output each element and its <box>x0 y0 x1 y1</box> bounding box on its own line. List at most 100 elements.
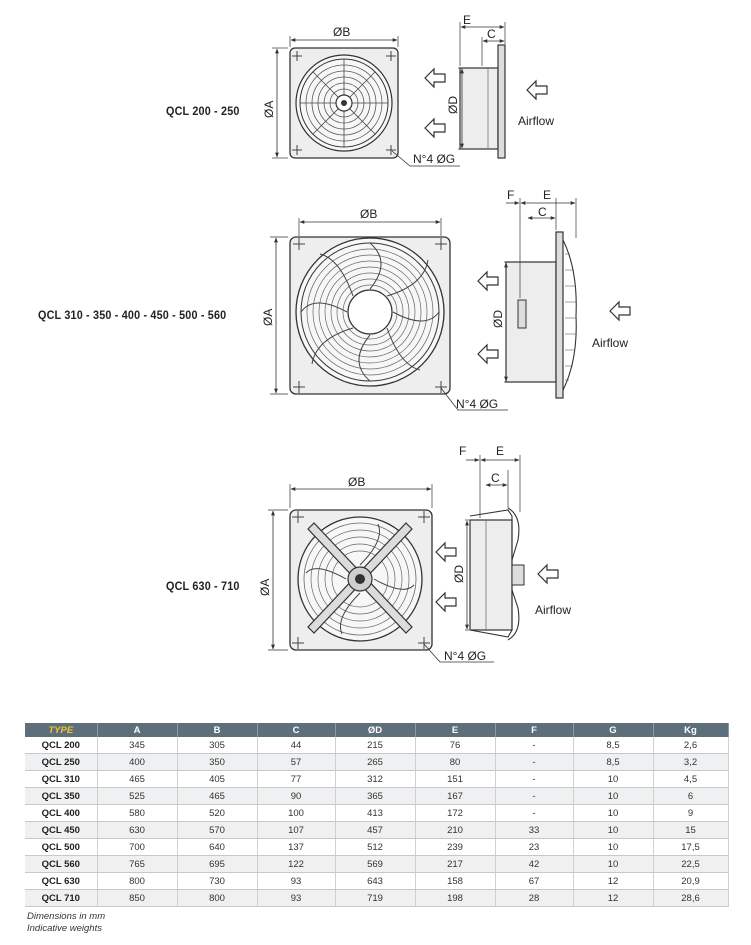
table-cell: 90 <box>257 787 336 805</box>
dim-a-label-1: ØA <box>262 101 276 118</box>
table-cell: 107 <box>257 821 336 839</box>
table-cell: 800 <box>97 872 178 890</box>
table-cell: 695 <box>177 855 258 873</box>
table-cell: 9 <box>653 804 729 822</box>
technical-drawing: ØB ØA N°4 ØG E C ØD Airflow <box>258 13 631 663</box>
fan-side-view-small <box>424 22 548 159</box>
table-cell: 800 <box>177 889 258 907</box>
table-cell: 80 <box>415 753 496 771</box>
table-cell: 350 <box>177 753 258 771</box>
header-type: TYPE <box>25 723 98 737</box>
table-cell: 719 <box>335 889 416 907</box>
header-e: E <box>415 723 496 737</box>
table-cell: 23 <box>495 838 574 856</box>
table-cell-type: QCL 560 <box>25 855 98 873</box>
table-cell: 305 <box>177 737 258 754</box>
table-cell: 122 <box>257 855 336 873</box>
table-cell: 10 <box>573 838 654 856</box>
table-cell: 77 <box>257 770 336 788</box>
dim-a-label-2: ØA <box>261 309 275 326</box>
table-cell: 643 <box>335 872 416 890</box>
table-cell-type: QCL 350 <box>25 787 98 805</box>
model-label-small: QCL 200 - 250 <box>166 104 240 118</box>
header-a: A <box>97 723 178 737</box>
dim-b-label-1: ØB <box>333 25 350 39</box>
header-f: F <box>495 723 574 737</box>
table-cell: 520 <box>177 804 258 822</box>
note-weights: Indicative weights <box>27 923 102 934</box>
table-cell: 93 <box>257 889 336 907</box>
table-cell: 345 <box>97 737 178 754</box>
table-cell: 2,6 <box>653 737 729 754</box>
table-cell: 405 <box>177 770 258 788</box>
model-label-medium: QCL 310 - 350 - 400 - 450 - 500 - 560 <box>38 308 227 322</box>
table-cell: 700 <box>97 838 178 856</box>
dim-e-label-2: E <box>543 188 551 202</box>
table-cell: 12 <box>573 872 654 890</box>
table-cell: - <box>495 770 574 788</box>
table-cell: 28 <box>495 889 574 907</box>
dim-e-label-1: E <box>463 13 471 27</box>
table-cell: 3,2 <box>653 753 729 771</box>
table-cell: 457 <box>335 821 416 839</box>
table-cell: 93 <box>257 872 336 890</box>
table-cell: 20,9 <box>653 872 729 890</box>
table-cell: 8,5 <box>573 737 654 754</box>
dim-e-label-3: E <box>496 444 504 458</box>
table-cell: 158 <box>415 872 496 890</box>
airflow-label-3: Airflow <box>535 603 571 617</box>
dim-b-label-3: ØB <box>348 475 365 489</box>
table-cell: 172 <box>415 804 496 822</box>
fan-front-view-small <box>272 36 460 167</box>
table-cell: 44 <box>257 737 336 754</box>
table-cell: 33 <box>495 821 574 839</box>
dim-d-label-2: ØD <box>491 310 505 328</box>
table-cell: 580 <box>97 804 178 822</box>
dim-c-label-2: C <box>538 205 547 219</box>
table-cell-type: QCL 310 <box>25 770 98 788</box>
table-cell: 15 <box>653 821 729 839</box>
table-cell: 167 <box>415 787 496 805</box>
table-cell: 76 <box>415 737 496 754</box>
table-cell: 151 <box>415 770 496 788</box>
table-cell: 730 <box>177 872 258 890</box>
table-cell: 465 <box>177 787 258 805</box>
table-cell-type: QCL 630 <box>25 872 98 890</box>
table-cell-type: QCL 500 <box>25 838 98 856</box>
table-cell: 413 <box>335 804 416 822</box>
table-cell: 10 <box>573 855 654 873</box>
table-cell: 512 <box>335 838 416 856</box>
table-cell: 630 <box>97 821 178 839</box>
table-cell-type: QCL 250 <box>25 753 98 771</box>
table-cell: 198 <box>415 889 496 907</box>
table-cell: 850 <box>97 889 178 907</box>
header-d: ØD <box>335 723 416 737</box>
table-cell: 570 <box>177 821 258 839</box>
dim-c-label-1: C <box>487 27 496 41</box>
table-cell-type: QCL 710 <box>25 889 98 907</box>
airflow-label-2: Airflow <box>592 336 628 350</box>
fan-side-view-medium <box>477 198 631 399</box>
table-cell: 10 <box>573 804 654 822</box>
table-cell: - <box>495 737 574 754</box>
table-cell: 57 <box>257 753 336 771</box>
dim-b-label-2: ØB <box>360 207 377 221</box>
dim-c-label-3: C <box>491 471 500 485</box>
table-cell: - <box>495 804 574 822</box>
table-cell: 525 <box>97 787 178 805</box>
fan-front-view-large <box>268 484 494 663</box>
table-cell: 8,5 <box>573 753 654 771</box>
airflow-label-1: Airflow <box>518 114 554 128</box>
table-cell: 42 <box>495 855 574 873</box>
dim-f-label-3: F <box>459 444 466 458</box>
table-cell: 569 <box>335 855 416 873</box>
